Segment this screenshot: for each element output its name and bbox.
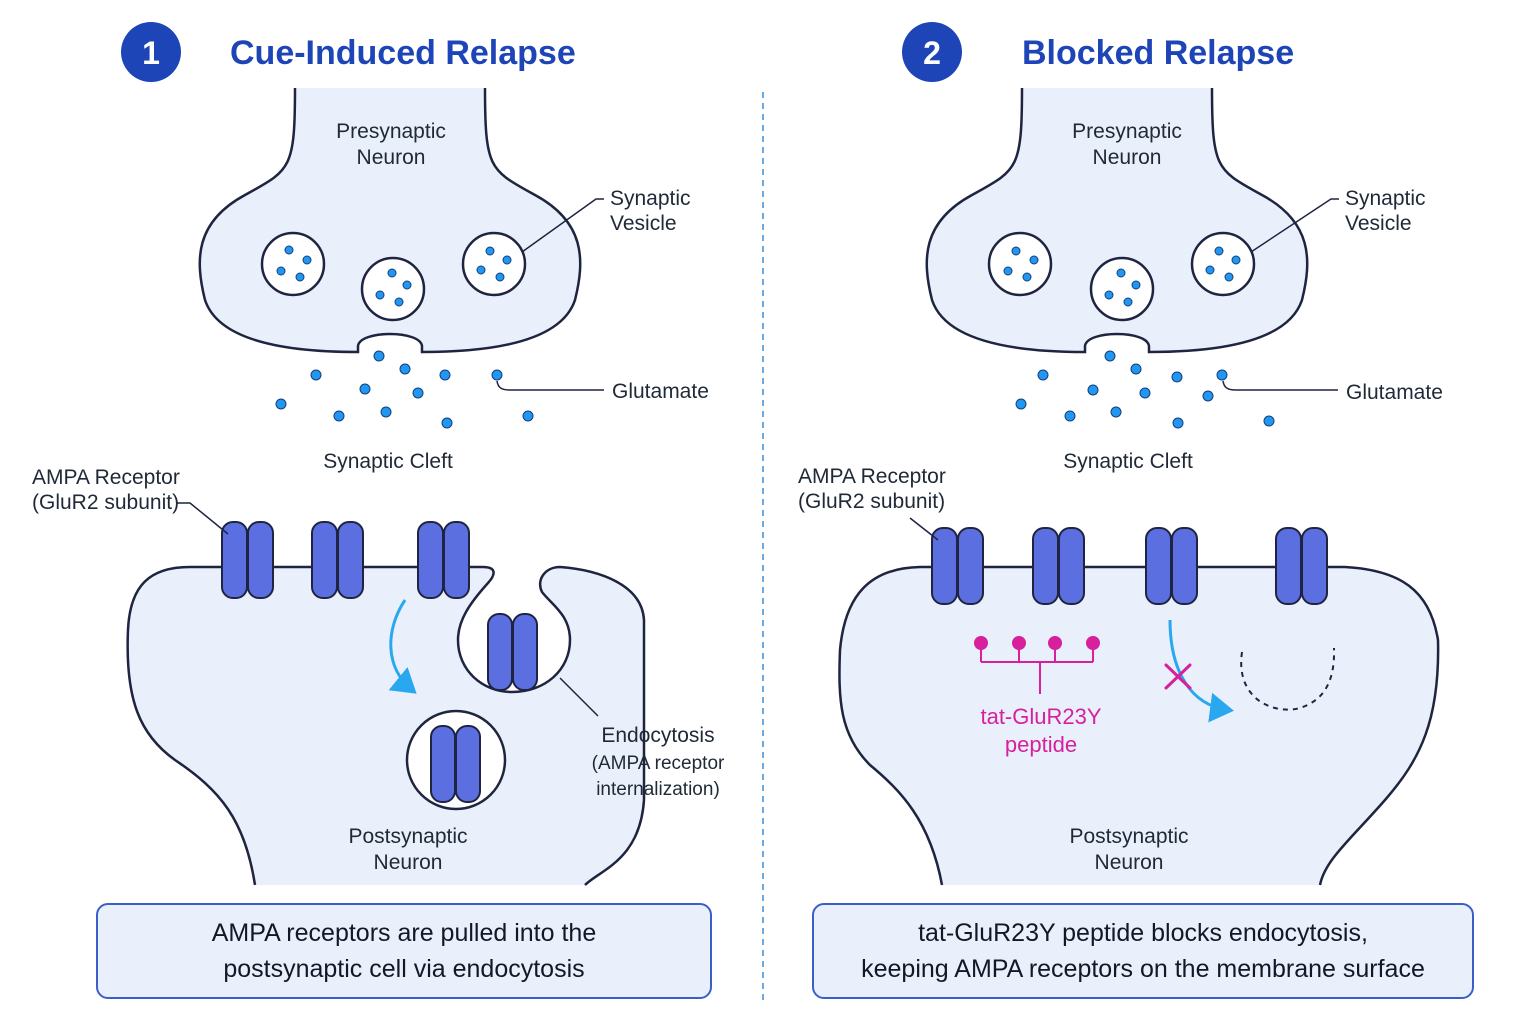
caption-box-1: AMPA receptors are pulled into the posts… — [96, 903, 712, 999]
postsynaptic-label-line2: Neuron — [374, 851, 443, 874]
peptide-label-line2: peptide — [1005, 732, 1077, 757]
panel-2: 2 Blocked Relapse Presynaptic Neuron — [798, 22, 1443, 886]
step-number-badge — [121, 22, 181, 82]
vesicle-leader-line — [521, 198, 604, 253]
ampa-receptor-label-line2: (GluR2 subunit) — [32, 491, 179, 514]
glutamate-leader-line — [1222, 380, 1338, 391]
endocytosis-label-line3: internalization) — [596, 779, 720, 800]
receptor-leader-line — [176, 502, 229, 535]
ampa-receptor — [221, 521, 274, 599]
ampa-receptor — [1145, 527, 1198, 605]
glutamate-label: Glutamate — [1346, 381, 1443, 404]
synaptic-vesicle — [360, 256, 426, 322]
glutamate-molecules — [275, 350, 534, 429]
block-x-icon — [1164, 663, 1192, 690]
peptide-label-line1: tat-GluR23Y — [980, 704, 1101, 729]
caption-line2: postsynaptic cell via endocytosis — [223, 955, 585, 983]
caption-line2: keeping AMPA receptors on the membrane s… — [861, 955, 1425, 983]
ampa-receptor — [430, 725, 481, 803]
endocytosis-label-line2: (AMPA receptor — [592, 753, 725, 774]
vesicle-label-line1: Synaptic — [610, 187, 691, 210]
caption-line1: AMPA receptors are pulled into the — [211, 919, 597, 947]
panel-title: Cue-Induced Relapse — [230, 34, 576, 72]
postsynaptic-neuron — [126, 565, 646, 886]
glutamate-molecules — [1015, 350, 1275, 429]
synaptic-vesicle — [461, 231, 527, 297]
ampa-receptor-label-line2: (GluR2 subunit) — [798, 490, 945, 513]
peptide-molecule — [974, 636, 1100, 694]
prevented-vesicle-outline — [1240, 647, 1336, 711]
postsynaptic-neuron — [838, 565, 1440, 886]
synaptic-cleft-label: Synaptic Cleft — [323, 450, 453, 473]
internalization-arrow — [388, 599, 417, 694]
synaptic-vesicle — [987, 231, 1053, 297]
glutamate-label: Glutamate — [612, 380, 709, 403]
panel-title: Blocked Relapse — [1022, 34, 1294, 72]
synaptic-vesicle — [260, 231, 326, 297]
ampa-receptor — [1275, 527, 1328, 605]
step-number: 2 — [923, 35, 941, 71]
postsynaptic-label-line2: Neuron — [1095, 851, 1164, 874]
receptor-leader-line — [909, 517, 939, 541]
presynaptic-label-line2: Neuron — [1093, 146, 1162, 169]
ampa-receptor — [487, 613, 538, 691]
postsynaptic-label-line1: Postsynaptic — [1069, 825, 1188, 848]
ampa-receptor-label-line1: AMPA Receptor — [798, 465, 946, 488]
panel-1: 1 Cue-Induced Relapse Presynaptic Neuron — [32, 22, 725, 886]
presynaptic-label-line2: Neuron — [357, 146, 426, 169]
ampa-receptor — [1032, 527, 1085, 605]
ampa-receptor — [931, 527, 984, 605]
caption-box-2: tat-GluR23Y peptide blocks endocytosis, … — [812, 903, 1474, 999]
endocytosis-label-line1: Endocytosis — [601, 724, 714, 747]
vesicle-leader-line — [1250, 198, 1339, 253]
presynaptic-label-line1: Presynaptic — [336, 120, 446, 143]
step-number-badge — [902, 22, 962, 82]
ampa-receptor — [311, 521, 364, 599]
endocytosis-leader-line — [559, 677, 599, 717]
ampa-receptor — [417, 521, 470, 599]
glutamate-leader-line — [496, 380, 604, 391]
vesicle-label-line2: Vesicle — [1345, 212, 1412, 235]
caption-line1: tat-GluR23Y peptide blocks endocytosis, — [918, 919, 1368, 947]
presynaptic-label-line1: Presynaptic — [1072, 120, 1182, 143]
synaptic-vesicle — [1190, 231, 1256, 297]
vesicle-label-line1: Synaptic — [1345, 187, 1426, 210]
step-number: 1 — [142, 35, 160, 71]
synaptic-vesicle — [1089, 256, 1155, 322]
postsynaptic-label-line1: Postsynaptic — [348, 825, 467, 848]
vesicle-label-line2: Vesicle — [610, 212, 677, 235]
synaptic-cleft-label: Synaptic Cleft — [1063, 450, 1193, 473]
ampa-receptor-label-line1: AMPA Receptor — [32, 466, 180, 489]
